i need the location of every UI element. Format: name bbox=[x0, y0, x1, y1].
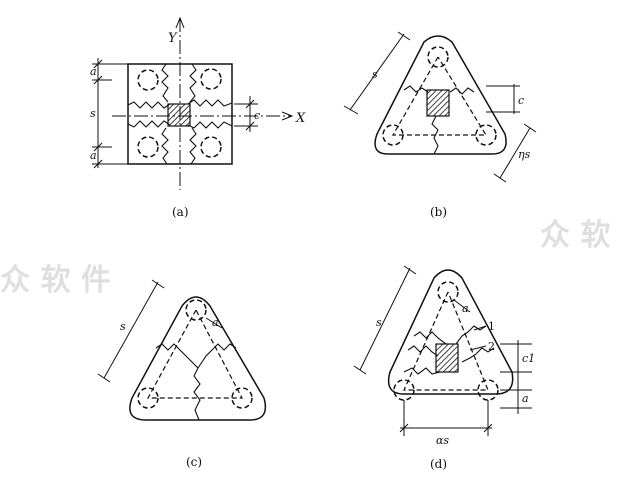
dim-a-top-label: a bbox=[90, 65, 97, 78]
pile-a3 bbox=[137, 136, 159, 158]
panel-b bbox=[343, 31, 537, 183]
piles-d bbox=[393, 281, 499, 401]
pile-a1 bbox=[137, 69, 159, 91]
column-b bbox=[426, 89, 450, 117]
dim-ticks-c-b bbox=[486, 85, 520, 113]
leader-1 bbox=[473, 325, 487, 331]
line-1-label: 1 bbox=[488, 320, 495, 333]
caption-b: (b) bbox=[430, 205, 447, 219]
leader-2 bbox=[469, 345, 487, 351]
dim-c-label: c bbox=[254, 109, 260, 122]
cap-outline-b bbox=[374, 35, 507, 155]
dim-eta-label-b: ηs bbox=[518, 148, 531, 161]
x-arrow-icon bbox=[281, 111, 294, 121]
column-a bbox=[167, 103, 191, 127]
dim-ticks-s-b bbox=[343, 31, 411, 115]
dim-line-s-d bbox=[359, 267, 411, 371]
dim-c-label-b: c bbox=[518, 94, 524, 107]
dim-ticks-s-d bbox=[353, 265, 417, 375]
dim-line-a-d bbox=[453, 299, 471, 313]
caption-d: (d) bbox=[430, 457, 447, 471]
pile-a4 bbox=[200, 136, 222, 158]
panel-c bbox=[97, 279, 267, 421]
panel-b-labels: s c ηs (b) bbox=[372, 68, 531, 219]
piles-c bbox=[137, 299, 253, 409]
crack-lines-a bbox=[127, 63, 233, 165]
caption-a: (a) bbox=[172, 205, 189, 219]
dim-ticks-c bbox=[234, 99, 258, 131]
pile-a2 bbox=[200, 68, 222, 90]
dim-s-label: s bbox=[90, 107, 96, 120]
dim-ticks-eta-b bbox=[493, 123, 537, 183]
dim-s-label-d: s bbox=[376, 316, 382, 329]
dim-s-label-b: s bbox=[372, 68, 378, 81]
watermark: 众 软 件 众 软 件 bbox=[0, 218, 618, 298]
piles-b bbox=[382, 46, 497, 146]
panel-d bbox=[353, 265, 532, 436]
dim-line-s-c bbox=[103, 281, 159, 379]
dim-a-bottom-label: a bbox=[90, 149, 97, 162]
panel-c-labels: s a (c) bbox=[120, 316, 219, 469]
panel-a-labels: Y X a s a c (a) bbox=[90, 31, 306, 219]
line-2-label: 2 bbox=[488, 340, 495, 353]
piles-a bbox=[137, 68, 222, 158]
dim-a-top-label-d: a bbox=[462, 302, 469, 315]
cap-outline-c bbox=[129, 296, 267, 421]
dim-ticks-a-left bbox=[92, 59, 128, 169]
crack-lines-c bbox=[155, 343, 237, 421]
column-d bbox=[435, 343, 459, 373]
panel-a bbox=[92, 16, 294, 190]
watermark-text-left: 众 软 件 bbox=[0, 263, 111, 298]
dim-line-a-c bbox=[205, 317, 223, 329]
dim-alpha-label-d: αs bbox=[436, 434, 449, 447]
caption-c: (c) bbox=[186, 455, 202, 469]
dim-c1-label: c1 bbox=[522, 352, 535, 365]
dim-ticks-alpha-d bbox=[399, 400, 493, 436]
dim-s-label-c: s bbox=[120, 320, 126, 333]
dim-line-s-b bbox=[349, 33, 405, 111]
dim-a-right-label-d: a bbox=[522, 392, 529, 405]
crack-lines-b bbox=[403, 85, 475, 155]
watermark-text: 众 软 件 bbox=[540, 218, 618, 253]
dim-ticks-s-c bbox=[97, 279, 165, 383]
dim-a-label-c: a bbox=[212, 316, 219, 329]
axis-x-label: X bbox=[295, 111, 306, 126]
dim-ticks-c1-d bbox=[500, 343, 532, 409]
axis-y-label: Y bbox=[168, 31, 178, 46]
crack-lines-d bbox=[403, 325, 495, 375]
y-arrow-icon bbox=[175, 16, 185, 29]
panel-d-labels: s a 1 2 c1 a αs (d) bbox=[376, 302, 535, 471]
dim-line-eta-b bbox=[499, 127, 531, 179]
